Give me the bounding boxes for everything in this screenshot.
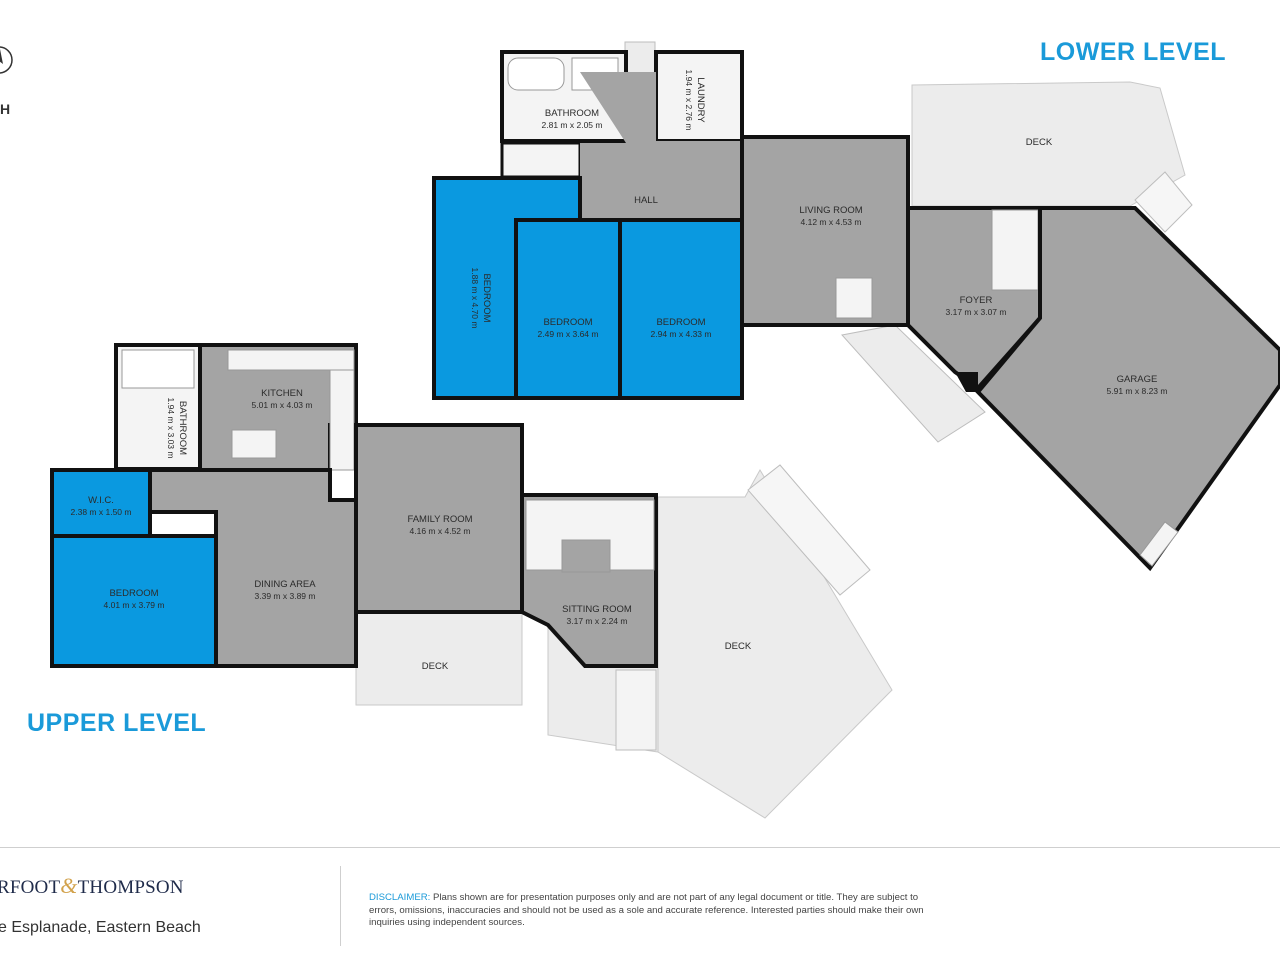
kitchen-bench-right bbox=[329, 369, 355, 471]
agency-name-left: RFOOT bbox=[0, 877, 61, 898]
bedroom-lower-3-label: BEDROOM bbox=[656, 317, 705, 328]
foyer-dims: 3.17 m x 3.07 m bbox=[946, 307, 1007, 317]
agency-name-right: THOMPSON bbox=[77, 877, 184, 898]
bedroom-lower-2-label: BEDROOM bbox=[543, 317, 592, 328]
wic-label: W.I.C. bbox=[88, 495, 114, 506]
deck-lower-stairs bbox=[1134, 171, 1193, 233]
deck-upper-stairs bbox=[747, 464, 871, 596]
foyer-label: FOYER bbox=[960, 295, 993, 306]
garage-dims: 5.91 m x 8.23 m bbox=[1107, 386, 1168, 396]
sitting-room-label: SITTING ROOM bbox=[562, 604, 632, 615]
deck-upper-right-area bbox=[657, 469, 893, 819]
deck-steps-right bbox=[615, 669, 657, 751]
shower-upper bbox=[121, 349, 195, 389]
bedroom-lower-2-area bbox=[514, 218, 622, 400]
dining-area-area bbox=[148, 468, 358, 668]
wc-lower bbox=[500, 141, 582, 179]
bedroom-lower-3-area bbox=[618, 218, 744, 400]
upper-level-labels: KITCHEN 5.01 m x 4.03 m BATHROOM 1.94 m … bbox=[71, 388, 752, 672]
lower-level-labels: BATHROOM 2.81 m x 2.05 m LAUNDRY 1.94 m … bbox=[470, 70, 1167, 396]
living-room-label: LIVING ROOM bbox=[799, 205, 862, 216]
agency-ampersand: & bbox=[60, 873, 78, 898]
family-room-dims: 4.16 m x 4.52 m bbox=[410, 526, 471, 536]
bathroom-upper-label: BATHROOM bbox=[177, 401, 188, 455]
north-compass-icon bbox=[0, 46, 13, 74]
disclaimer-label: DISCLAIMER: bbox=[369, 892, 431, 903]
bedroom-lower-1-dims: 1.88 m x 4.70 m bbox=[470, 268, 480, 329]
compass-letter: H bbox=[0, 101, 11, 117]
entry-ramp bbox=[841, 324, 986, 443]
bedroom-lower-2-dims: 2.49 m x 3.64 m bbox=[538, 329, 599, 339]
deck-upper-left-label: DECK bbox=[422, 661, 449, 672]
family-room-area bbox=[354, 423, 524, 614]
bathroom-upper-dims: 1.94 m x 3.03 m bbox=[166, 398, 176, 459]
bathtub bbox=[507, 57, 565, 91]
hall-label: HALL bbox=[634, 195, 658, 206]
living-stair bbox=[835, 277, 873, 319]
sitting-stair-void bbox=[561, 539, 611, 573]
disclaimer: DISCLAIMER: Plans shown are for presenta… bbox=[369, 892, 929, 930]
foyer-stair bbox=[991, 209, 1039, 291]
laundry-label: LAUNDRY bbox=[695, 77, 706, 123]
kitchen-label: KITCHEN bbox=[261, 388, 303, 399]
kitchen-dims: 5.01 m x 4.03 m bbox=[252, 400, 313, 410]
agency-logo: RFOOT&THOMPSON bbox=[0, 873, 184, 899]
dining-area-dims: 3.39 m x 3.89 m bbox=[255, 591, 316, 601]
living-room-dims: 4.12 m x 4.53 m bbox=[801, 217, 862, 227]
bedroom-upper-label: BEDROOM bbox=[109, 588, 158, 599]
lower-level-title: LOWER LEVEL bbox=[1040, 38, 1227, 66]
disclaimer-text: Plans shown are for presentation purpose… bbox=[369, 892, 924, 929]
dining-area-label: DINING AREA bbox=[254, 579, 316, 590]
lower-top-stair-landing bbox=[624, 41, 656, 77]
bedroom-upper-area bbox=[50, 534, 218, 668]
property-address: e Esplanade, Eastern Beach bbox=[0, 919, 201, 936]
family-room-label: FAMILY ROOM bbox=[407, 514, 472, 525]
bedroom-lower-3-dims: 2.94 m x 4.33 m bbox=[651, 329, 712, 339]
foyer-corner-block bbox=[955, 372, 978, 392]
hall-area bbox=[580, 72, 742, 258]
upper-level-title: UPPER LEVEL bbox=[27, 709, 207, 737]
deck-upper-right-label: DECK bbox=[725, 641, 752, 652]
footer-vertical-divider bbox=[340, 866, 341, 946]
garage-label: GARAGE bbox=[1117, 374, 1158, 385]
garage-area bbox=[975, 206, 1280, 572]
laundry-dims: 1.94 m x 2.76 m bbox=[684, 70, 694, 131]
bathroom-lower-label: BATHROOM bbox=[545, 108, 599, 119]
bedroom-upper-dims: 4.01 m x 3.79 m bbox=[104, 600, 165, 610]
garage-ramp bbox=[1139, 521, 1179, 567]
sitting-room-dims: 3.17 m x 2.24 m bbox=[567, 616, 628, 626]
kitchen-bench-top bbox=[227, 349, 355, 371]
living-room-area bbox=[740, 135, 910, 327]
bedroom-lower-1-label: BEDROOM bbox=[481, 273, 492, 322]
kitchen-island bbox=[231, 429, 277, 459]
footer-divider-line bbox=[0, 847, 1280, 848]
deck-upper-left-area bbox=[355, 611, 523, 706]
wic-dims: 2.38 m x 1.50 m bbox=[71, 507, 132, 517]
deck-lower-label: DECK bbox=[1026, 137, 1053, 148]
bathroom-lower-dims: 2.81 m x 2.05 m bbox=[542, 120, 603, 130]
